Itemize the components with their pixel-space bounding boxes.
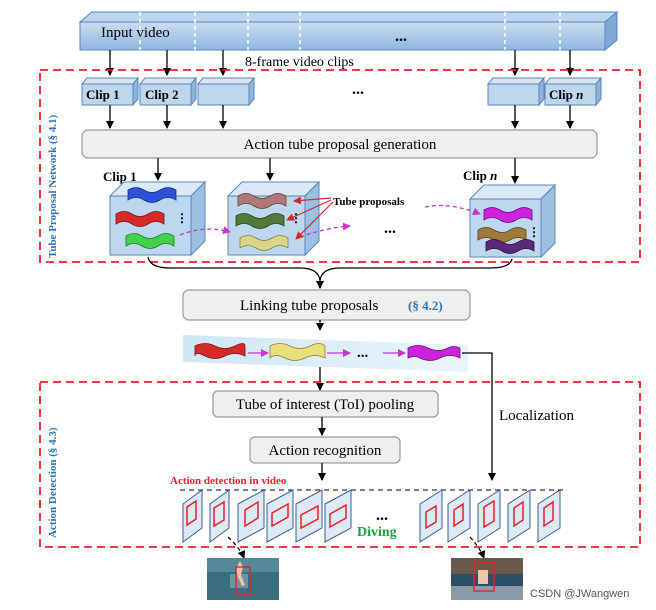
recognition-box: [249, 436, 401, 464]
linked-tube-purple: [407, 345, 461, 361]
clip-cube-2: ⋮: [226, 180, 321, 257]
recognition-label: Action recognition: [269, 443, 382, 459]
toi-label: Tube of interest (ToI) pooling: [236, 397, 415, 413]
cube-1-label: Clip 1: [103, 169, 137, 184]
localization-label: Localization: [499, 408, 574, 424]
merge-brace: [147, 256, 513, 281]
linking-label: Linking tube proposals: [240, 298, 378, 314]
frame: [237, 489, 265, 543]
frame: [447, 489, 471, 543]
linked-tube-strip: ...: [183, 335, 468, 372]
input-ellipsis: ...: [395, 28, 407, 45]
linking-ref: (§ 4.2): [408, 298, 443, 313]
tube-dark-purple: [485, 239, 535, 254]
cube-n-dots: ⋮: [528, 225, 540, 239]
frame: [537, 489, 561, 543]
tube-mauve: [237, 193, 287, 209]
example-photo-right: [451, 558, 523, 600]
frame: [295, 489, 323, 543]
tube-purple: [483, 207, 533, 223]
tube-proposals-pointers: [286, 196, 334, 240]
frames-ellipsis: ...: [376, 507, 388, 524]
clip-box-3: [196, 76, 256, 107]
clip-to-generation-arrows: [106, 105, 574, 129]
clip-box-1: Clip 1: [80, 76, 140, 107]
tpn-label: Tube Proposal Network (§ 4.1): [47, 114, 59, 258]
frame: [507, 489, 531, 543]
detection-caption: Action detection in video: [170, 475, 287, 487]
clip-box-n-minus-1: [486, 76, 546, 107]
linking-box: [182, 289, 471, 321]
frame: [419, 489, 443, 543]
cube-n-label: Clip n: [463, 168, 497, 183]
tube-blue: [127, 187, 177, 203]
tube-proposals-label: Tube proposals: [333, 196, 405, 208]
input-video-label: Input video: [101, 25, 170, 41]
clip-2-label: Clip 2: [145, 87, 179, 102]
clip-n-label: Clip n: [549, 87, 583, 102]
input-video-bar: Input video ...: [78, 10, 619, 52]
tube-red: [115, 211, 165, 227]
clip-box-2: Clip 2: [138, 76, 198, 107]
watermark: CSDN @JWangwen: [530, 588, 629, 600]
ad-label: Action Detection (§ 4.3): [47, 427, 59, 538]
linked-tube-red: [194, 343, 246, 359]
example-photo-left: [207, 558, 279, 600]
linked-tube-yellow: [269, 343, 326, 361]
linked-ellipsis: ...: [357, 345, 369, 361]
input-frame-dividers: [139, 12, 561, 50]
frame: [324, 489, 352, 543]
clip-1-label: Clip 1: [86, 87, 120, 102]
toi-box: [212, 390, 439, 418]
cube-ellipsis: ...: [384, 220, 396, 237]
frame: [182, 489, 203, 543]
tube-green: [125, 233, 175, 249]
cube-1-dots: ⋮: [176, 211, 188, 225]
generation-to-cube-arrows: [154, 158, 519, 184]
clip-cube-n: ⋮: [468, 183, 557, 259]
detection-frames: [182, 489, 561, 543]
generation-box: [81, 129, 598, 159]
clip-row-ellipsis: ...: [352, 81, 364, 98]
class-label: Diving: [357, 525, 397, 540]
clip-cube-1: ⋮: [108, 180, 207, 257]
zoom-arrows: [227, 536, 486, 559]
clip-box-n: Clip n: [543, 76, 603, 107]
proposal-link-arrows: [179, 204, 481, 238]
tpn-region: [39, 69, 641, 263]
ad-region: [39, 381, 641, 548]
generation-label: Action tube proposal generation: [244, 137, 437, 153]
tube-yellow: [239, 235, 289, 251]
localization-arrow: [462, 352, 496, 481]
frame: [209, 489, 230, 543]
tube-olive: [235, 213, 285, 229]
frame: [266, 489, 294, 543]
frame: [477, 489, 501, 543]
clips-caption: 8-frame video clips: [245, 55, 354, 70]
